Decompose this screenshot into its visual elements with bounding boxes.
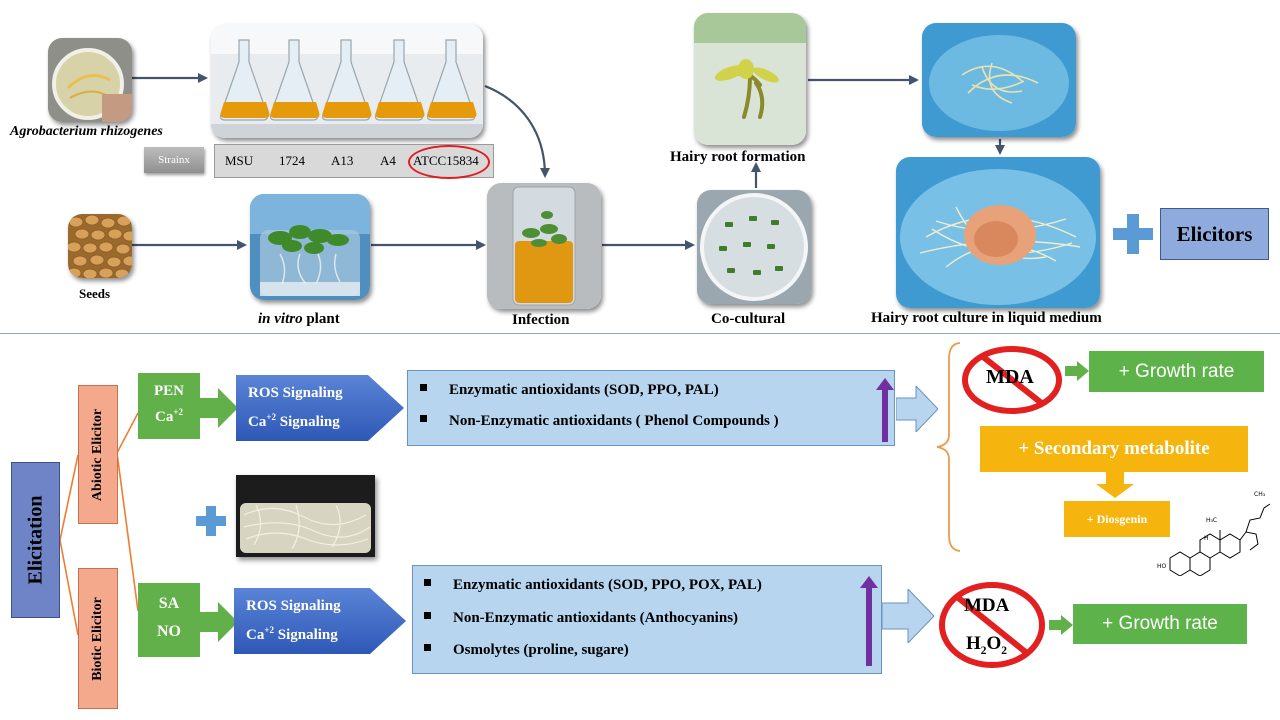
section-divider (0, 333, 1280, 334)
in-vitro-rest: plant (302, 311, 340, 327)
arrow-mda-to-growth-bottom (1049, 615, 1073, 635)
molecule-ho-label: HO (1157, 563, 1167, 570)
co-cultural-label: Co-cultural (711, 311, 786, 327)
strain-highlight-ellipse (408, 145, 490, 179)
strain-1724: 1724 (279, 153, 305, 168)
molecule-h-label: H (1204, 535, 1209, 542)
agrobacterium-label: Agrobacterium rhizogenes (10, 124, 163, 139)
secondary-metabolite-box: + Secondary metabolite (980, 426, 1248, 472)
abiotic-increase-arrow-icon (876, 378, 894, 442)
elicitors-box: Elicitors (1160, 208, 1269, 260)
biotic-ca-signaling: Ca+2 Signaling (246, 625, 338, 643)
biotic-ros-signaling: ROS Signaling (246, 598, 341, 614)
bullet-marker (424, 579, 431, 586)
molecule-h3c-label: H₃C (1206, 517, 1217, 524)
hairy-root-formation-photo (694, 13, 806, 145)
elicitation-label: Elicitation (24, 495, 46, 585)
elicitation-box: Elicitation (11, 462, 60, 618)
agent-pen: PEN (154, 383, 184, 399)
abiotic-signaling-arrow (236, 375, 404, 441)
biotic-elicitor-box: Biotic Elicitor (78, 568, 118, 709)
no-mda-sign-icon (962, 346, 1062, 414)
molecule-ch3-label: CH₃ (1254, 491, 1266, 498)
arrow-abiotic-to-signal (200, 388, 238, 428)
agent-no: NO (157, 623, 181, 640)
biotic-elicitor-label: Biotic Elicitor (90, 596, 105, 681)
arrow-abiotic-to-outcomes (896, 386, 938, 432)
flasks-photo (211, 24, 483, 138)
biotic-signaling-arrow (234, 588, 406, 654)
bullet-marker (420, 384, 427, 391)
abiotic-effects-box (407, 370, 895, 446)
plus-icon-middle (196, 506, 226, 536)
bullet-marker (420, 415, 427, 422)
agent-ca: Ca+2 (155, 407, 183, 425)
diosgenin-box: + Diosgenin (1064, 501, 1170, 537)
diosgenin-molecule-icon: HO H H₃C CH₃ (1157, 491, 1271, 576)
co-cultural-photo (697, 190, 811, 304)
agent-sa: SA (158, 595, 180, 612)
strains-label: Strainx (144, 147, 204, 173)
infection-label: Infection (512, 312, 570, 328)
strain-a13: A13 (331, 153, 354, 168)
arrow-to-diosgenin (1096, 472, 1134, 498)
root-culture-flask-photo (236, 475, 375, 557)
biotic-effects-box (412, 565, 882, 674)
bullet-marker (424, 644, 431, 651)
biotic-increase-arrow-icon (860, 576, 878, 666)
seeds-label: Seeds (79, 286, 111, 301)
abiotic-ros-signaling: ROS Signaling (248, 385, 343, 401)
hairy-roots-photo (922, 23, 1076, 137)
abiotic-agents-box: PEN Ca+2 (138, 373, 200, 439)
top-connectors (132, 73, 1005, 250)
strain-a4: A4 (380, 153, 396, 168)
hairy-root-culture-label: Hairy root culture in liquid medium (871, 310, 1102, 326)
hairy-root-culture-photo (896, 157, 1100, 308)
arrow-biotic-to-signal (200, 602, 238, 642)
strain-msu: MSU (225, 153, 254, 168)
h2o2-label: H2O2 (966, 633, 1007, 657)
abiotic-effect-enzymatic: Enzymatic antioxidants (SOD, PPO, PAL) (420, 382, 719, 399)
arrow-biotic-to-outcomes (882, 589, 934, 643)
abiotic-effect-nonenzymatic: Non-Enzymatic antioxidants ( Phenol Comp… (420, 413, 779, 430)
growth-rate-badge-bottom: + Growth rate (1073, 604, 1247, 644)
biotic-effect-nonenzymatic: Non-Enzymatic antioxidants (Anthocyanins… (424, 610, 738, 627)
abiotic-elicitor-label: Abiotic Elicitor (90, 408, 105, 501)
infection-photo (487, 183, 601, 309)
growth-rate-badge-top: + Growth rate (1089, 351, 1264, 392)
in-vitro-plant-photo (250, 194, 370, 300)
elicitor-connectors (59, 342, 960, 636)
biotic-effect-osmolytes: Osmolytes (proline, sugare) (424, 642, 629, 659)
bacteria-plate-photo (48, 38, 132, 122)
biotic-effect-enzymatic: Enzymatic antioxidants (SOD, PPO, POX, P… (424, 577, 762, 594)
in-vitro-plant-label: in vitro plant (258, 311, 340, 328)
abiotic-elicitor-box: Abiotic Elicitor (78, 385, 118, 524)
in-vitro-italic: in vitro (258, 311, 303, 327)
mda-label-top: MDA (986, 366, 1034, 388)
biotic-agents-box: SA NO (138, 583, 200, 657)
abiotic-ca-signaling: Ca+2 Signaling (248, 412, 340, 430)
mda-label-bottom: MDA (964, 595, 1010, 616)
arrow-mda-to-growth-top (1065, 361, 1089, 381)
no-mda-h2o2-sign-icon (939, 582, 1045, 668)
plus-icon (1113, 214, 1153, 254)
bullet-marker (424, 612, 431, 619)
seeds-photo (68, 214, 132, 278)
hairy-root-formation-label: Hairy root formation (670, 149, 806, 165)
